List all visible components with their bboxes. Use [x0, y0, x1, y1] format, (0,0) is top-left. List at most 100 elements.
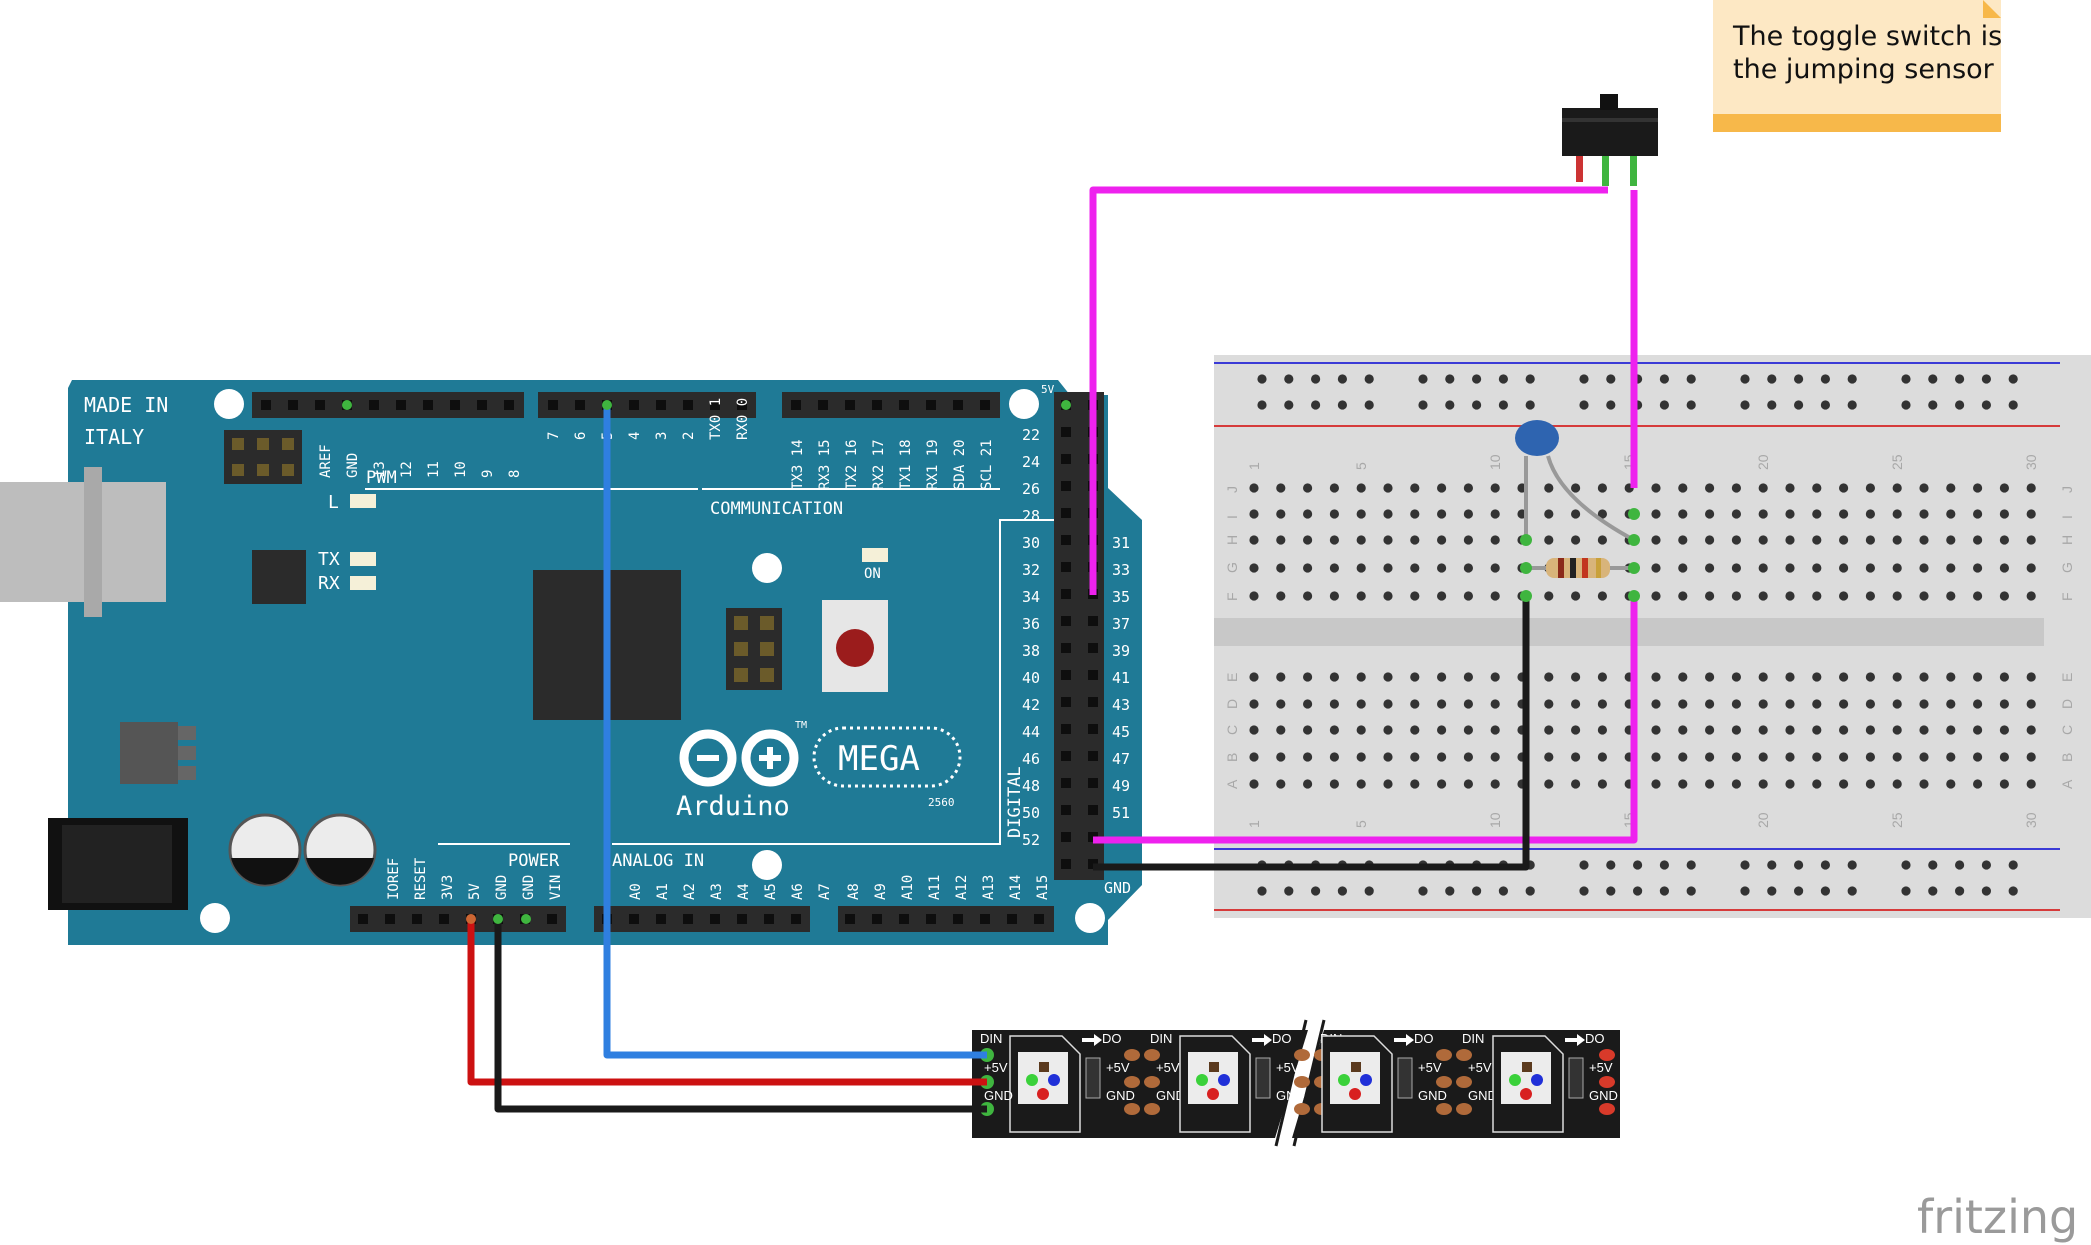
header-pin	[1088, 616, 1098, 626]
breadboard-hole	[1812, 725, 1822, 735]
pin-label: A15	[1035, 875, 1051, 900]
rail-hole	[1445, 886, 1455, 896]
breadboard-hole	[1303, 672, 1313, 682]
rail-hole	[1472, 886, 1482, 896]
rail-hole	[1525, 374, 1535, 384]
arrow-icon	[1565, 1034, 1585, 1046]
breadboard-hole	[1356, 563, 1366, 573]
power-label: POWER	[508, 851, 560, 871]
led-tx	[350, 552, 376, 566]
rail-hole	[1418, 886, 1428, 896]
rail-hole	[1284, 400, 1294, 410]
arrow-icon	[1252, 1034, 1272, 1046]
header-pin	[396, 400, 406, 410]
breadboard-hole	[1651, 563, 1661, 573]
rail-hole	[1928, 860, 1938, 870]
header-pin	[1061, 643, 1071, 653]
rail-hole	[1981, 860, 1991, 870]
solder-pad	[1144, 1076, 1160, 1088]
pin-label: 2	[681, 432, 697, 440]
header-pin	[1061, 805, 1071, 815]
solder-pad	[1124, 1103, 1140, 1115]
breadboard-hole	[1383, 535, 1393, 545]
breadboard-hole	[1705, 535, 1715, 545]
rail-hole	[1794, 374, 1804, 384]
row-label: I	[2059, 515, 2075, 519]
pin-label: 11	[426, 461, 442, 478]
header-pin	[629, 400, 639, 410]
strip-gnd-label: GND	[1106, 1088, 1135, 1103]
header-pin	[926, 914, 936, 924]
mounting-hole	[1009, 389, 1039, 419]
pin-label: 26	[1022, 480, 1040, 498]
breadboard-hole	[1249, 483, 1259, 493]
breadboard-hole	[1490, 779, 1500, 789]
header-pin	[764, 914, 774, 924]
header-pin	[548, 400, 558, 410]
header-pin	[547, 914, 557, 924]
rail-hole	[1284, 374, 1294, 384]
breadboard-hole	[1410, 699, 1420, 709]
led-rx-label: RX	[318, 573, 340, 594]
pin-label: 4	[627, 432, 643, 440]
breadboard-hole	[1731, 563, 1741, 573]
rail-hole	[1311, 886, 1321, 896]
breadboard-hole	[1892, 535, 1902, 545]
breadboard-hole	[1276, 725, 1286, 735]
pin-label: 8	[507, 470, 523, 478]
breadboard-hole	[1383, 509, 1393, 519]
breadboard-hole	[1678, 535, 1688, 545]
breadboard-hole	[1463, 563, 1473, 573]
breadboard-hole	[1865, 591, 1875, 601]
header-pin	[845, 400, 855, 410]
row-label: B	[2059, 753, 2075, 762]
pin-label: A2	[682, 883, 698, 900]
breadboard-hole	[1383, 779, 1393, 789]
pin-label: 6	[573, 432, 589, 440]
breadboard-hole	[1705, 563, 1715, 573]
breadboard-hole	[1249, 725, 1259, 735]
pin-label: SDA 20	[952, 439, 968, 490]
solder-pad	[1144, 1103, 1160, 1115]
rail-hole	[1659, 860, 1669, 870]
breadboard-hole	[1785, 699, 1795, 709]
pin-label: A12	[954, 875, 970, 900]
breadboard-hole	[1544, 591, 1554, 601]
breadboard-hole	[1919, 509, 1929, 519]
breadboard-hole	[1383, 752, 1393, 762]
breadboard-hole	[1705, 725, 1715, 735]
pin-label: A14	[1008, 875, 1024, 900]
breadboard-hole	[1544, 483, 1554, 493]
header-pin	[1061, 616, 1071, 626]
rail-hole	[1659, 400, 1669, 410]
rail-hole	[1659, 886, 1669, 896]
breadboard-hole	[1865, 752, 1875, 762]
rail-hole	[1498, 400, 1508, 410]
rail-hole	[1257, 400, 1267, 410]
breadboard-hole	[1865, 483, 1875, 493]
breadboard-hole	[1731, 699, 1741, 709]
rail-hole	[1901, 860, 1911, 870]
rail-hole	[1847, 860, 1857, 870]
breadboard-hole	[1249, 779, 1259, 789]
rail-hole	[1445, 374, 1455, 384]
arrow-icon	[1082, 1034, 1102, 1046]
breadboard-hole	[1839, 725, 1849, 735]
fritzing-watermark: fritzing	[1917, 1190, 2078, 1244]
column-label: 30	[2023, 454, 2039, 470]
rail-hole	[1955, 374, 1965, 384]
breadboard-hole	[1356, 483, 1366, 493]
rail-hole	[1364, 886, 1374, 896]
column-label: 20	[1755, 812, 1771, 828]
rail-hole	[1337, 374, 1347, 384]
breadboard-hole	[1329, 535, 1339, 545]
pwm-label: PWM	[366, 468, 397, 488]
breadboard-hole	[1946, 509, 1956, 519]
breadboard-hole	[1651, 752, 1661, 762]
wires	[342, 186, 1638, 1113]
breadboard-hole	[1276, 535, 1286, 545]
rail-hole	[1820, 374, 1830, 384]
rail-hole	[1767, 374, 1777, 384]
rail-hole	[1955, 400, 1965, 410]
breadboard-hole	[1303, 563, 1313, 573]
